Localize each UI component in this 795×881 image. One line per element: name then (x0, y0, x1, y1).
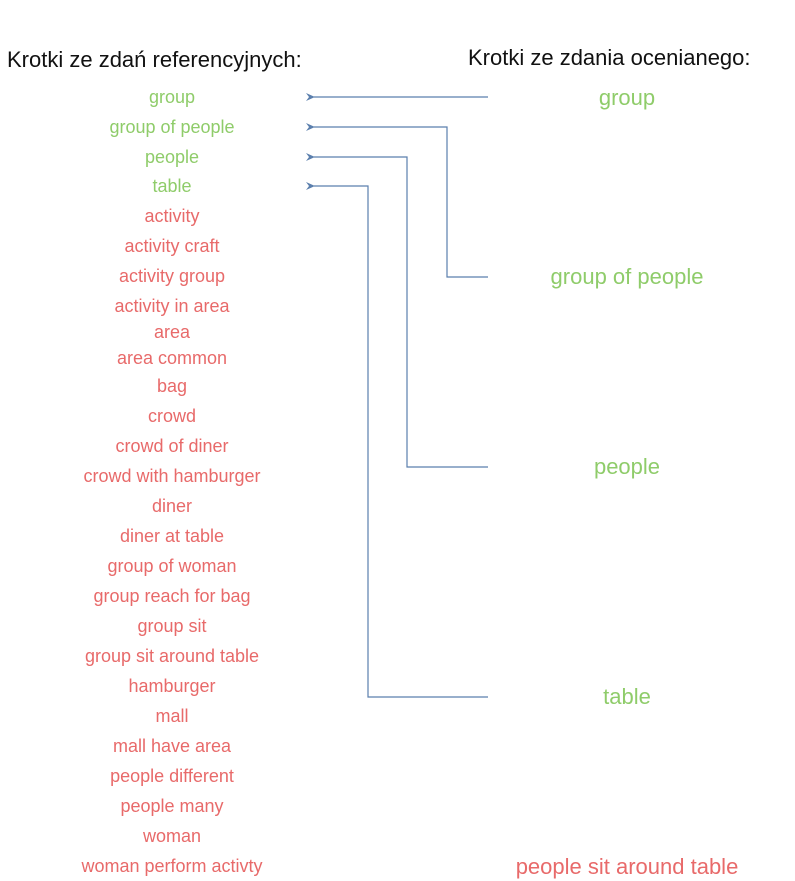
reference-tuple: group sit (137, 616, 207, 636)
reference-tuple: woman (142, 826, 202, 846)
reference-tuple: group (148, 87, 196, 107)
reference-tuple: activity in area (114, 296, 230, 316)
reference-tuple-list: group group of people people table activity a… (60, 0, 284, 881)
reference-tuple: bag (156, 376, 188, 396)
reference-tuple: diner (151, 496, 193, 516)
reference-tuple: people different (110, 766, 234, 786)
match-arrow (306, 123, 488, 278)
candidate-tuple: people sit around table (515, 854, 739, 879)
reference-tuple: people many (120, 796, 224, 816)
candidate-heading: Krotki ze zdania ocenianego: (468, 45, 751, 70)
reference-tuple: activity craft (124, 236, 220, 256)
reference-tuple: crowd of diner (115, 436, 229, 456)
match-arrow (306, 182, 488, 698)
reference-tuple: group sit around table (84, 646, 260, 666)
candidate-tuple: group of people (550, 264, 704, 289)
candidate-tuple: table (603, 684, 651, 709)
reference-tuple: group of woman (107, 556, 237, 576)
reference-heading: Krotki ze zdań referencyjnych: (7, 47, 302, 72)
reference-tuple: diner at table (119, 526, 225, 546)
reference-tuple: group of people (109, 117, 235, 137)
match-arrow (306, 153, 488, 468)
reference-tuple: activity group (118, 266, 226, 286)
reference-tuple: mall have area (112, 736, 232, 756)
reference-tuple: area (153, 322, 191, 342)
reference-tuple: crowd with hamburger (83, 466, 261, 486)
reference-tuple: woman perform activty (81, 856, 263, 876)
reference-tuple: mall (155, 706, 189, 726)
candidate-tuple: group (598, 85, 656, 110)
reference-tuple: table (152, 176, 192, 196)
reference-tuple: people (144, 147, 200, 167)
reference-tuple: area common (116, 348, 228, 368)
reference-tuple: group reach for bag (93, 586, 251, 606)
reference-tuple: crowd (147, 406, 196, 426)
reference-tuple: hamburger (128, 676, 216, 696)
candidate-tuple: people (593, 454, 661, 479)
reference-tuple: activity (144, 206, 200, 226)
